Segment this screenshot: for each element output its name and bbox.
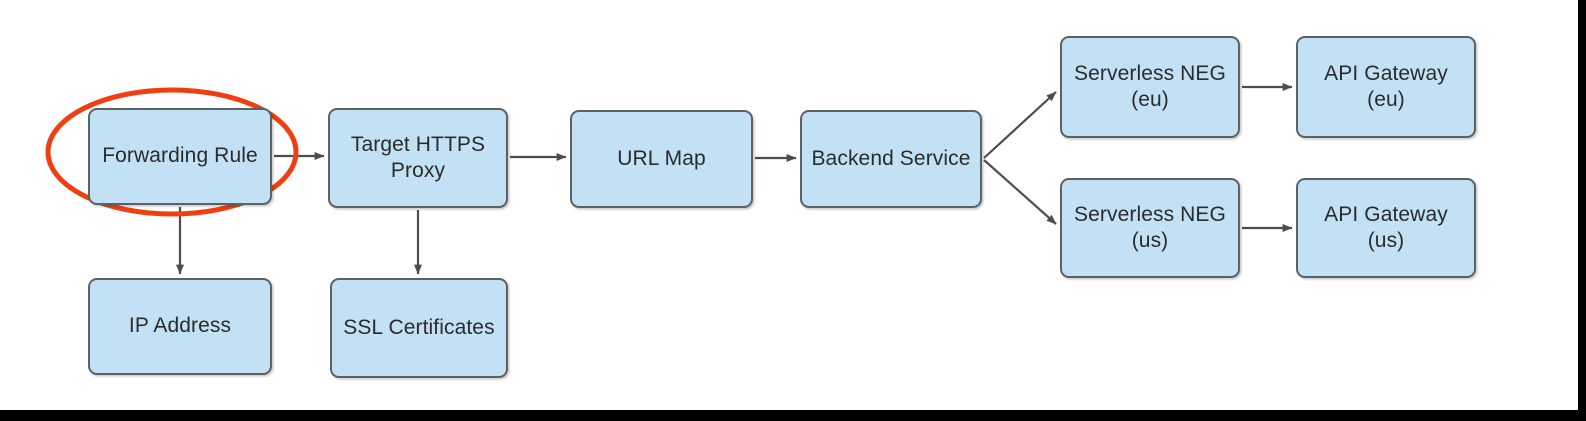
node-url-map[interactable]: URL Map (570, 110, 753, 208)
node-ssl-certificates[interactable]: SSL Certificates (330, 278, 508, 378)
edge-backend-service-to-serverless-neg-eu (983, 91, 1057, 159)
node-label-api-gateway-eu: API Gateway (eu) (1324, 61, 1448, 111)
node-serverless-neg-eu[interactable]: Serverless NEG (eu) (1060, 36, 1240, 138)
node-ip-address[interactable]: IP Address (88, 278, 272, 375)
node-target-https-proxy[interactable]: Target HTTPS Proxy (328, 108, 508, 208)
node-api-gateway-us[interactable]: API Gateway (us) (1296, 178, 1476, 278)
node-label-ssl-certificates: SSL Certificates (343, 315, 495, 339)
node-label-serverless-neg-us: Serverless NEG (us) (1074, 202, 1226, 252)
node-serverless-neg-us[interactable]: Serverless NEG (us) (1060, 178, 1240, 278)
node-label-backend-service: Backend Service (811, 146, 971, 170)
node-api-gateway-eu[interactable]: API Gateway (eu) (1296, 36, 1476, 138)
node-label-serverless-neg-eu: Serverless NEG (eu) (1074, 61, 1226, 111)
edge-backend-service-to-serverless-neg-us (983, 159, 1057, 225)
node-label-target-https-proxy: Target HTTPS Proxy (350, 132, 486, 182)
node-label-url-map: URL Map (617, 146, 706, 170)
frame-bottom-edge (0, 410, 1586, 421)
node-forwarding-rule[interactable]: Forwarding Rule (88, 108, 272, 205)
node-label-ip-address: IP Address (128, 314, 232, 338)
highlight-ellipse-annotation (45, 87, 299, 217)
frame-right-edge (1578, 0, 1586, 421)
node-backend-service[interactable]: Backend Service (800, 110, 982, 208)
node-label-api-gateway-us: API Gateway (us) (1324, 202, 1448, 252)
node-label-forwarding-rule: Forwarding Rule (102, 144, 258, 168)
